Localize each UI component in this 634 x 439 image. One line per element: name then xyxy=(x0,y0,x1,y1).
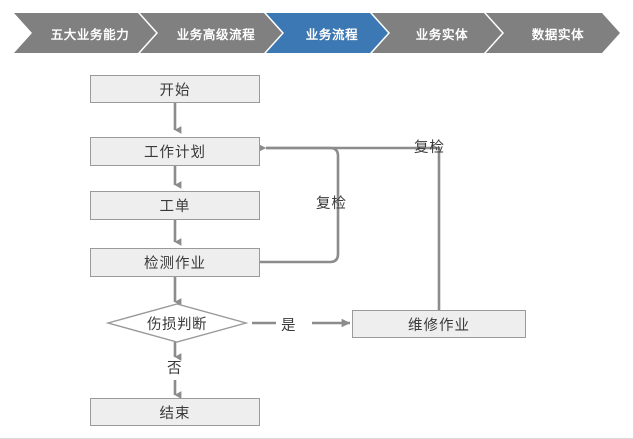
edge-label-no: 否 xyxy=(167,361,183,377)
chevron-shape-2 xyxy=(266,13,388,53)
breadcrumb: 五大业务能力 业务高级流程 业务流程 业务实体 数据实体 xyxy=(0,13,633,53)
breadcrumb-item-2[interactable]: 业务流程 xyxy=(266,13,388,53)
node-work-plan-label: 工作计划 xyxy=(144,145,206,161)
node-inspection-task[interactable]: 检测作业 xyxy=(90,248,260,277)
breadcrumb-item-3[interactable]: 业务实体 xyxy=(372,13,502,53)
breadcrumb-item-2-label: 业务流程 xyxy=(305,26,359,42)
edge-label-recheck-inner: 复检 xyxy=(316,196,347,212)
node-end[interactable]: 结束 xyxy=(90,398,260,426)
breadcrumb-item-0[interactable]: 五大业务能力 xyxy=(14,13,156,53)
breadcrumb-item-1[interactable]: 业务高级流程 xyxy=(140,13,282,53)
node-start-label: 开始 xyxy=(159,82,191,99)
chevron-shape-0 xyxy=(14,13,156,53)
edge-label-yes: 是 xyxy=(281,318,297,334)
chevron-shape-3 xyxy=(372,13,502,53)
node-damage-decision: 伤损判断 xyxy=(108,304,246,342)
breadcrumb-item-3-label: 业务实体 xyxy=(415,26,469,42)
chevron-shape-1 xyxy=(140,13,282,53)
edge-recheck-outer xyxy=(266,146,441,310)
edge-label-recheck-outer: 复检 xyxy=(414,140,445,156)
node-repair-task[interactable]: 维修作业 xyxy=(352,310,526,338)
breadcrumb-item-4[interactable]: 数据实体 xyxy=(486,13,620,53)
node-start[interactable]: 开始 xyxy=(90,75,260,103)
node-damage-decision-label: 伤损判断 xyxy=(147,316,207,333)
chevron-shape-4 xyxy=(486,13,620,53)
node-work-plan[interactable]: 工作计划 xyxy=(90,137,260,166)
node-end-label: 结束 xyxy=(159,405,191,422)
node-work-order[interactable]: 工单 xyxy=(90,191,260,220)
node-repair-task-label: 维修作业 xyxy=(408,317,470,334)
breadcrumb-item-4-label: 数据实体 xyxy=(531,26,585,42)
node-inspection-task-label: 检测作业 xyxy=(144,256,206,272)
breadcrumb-item-0-label: 五大业务能力 xyxy=(50,26,130,42)
node-work-order-label: 工单 xyxy=(159,199,191,215)
breadcrumb-item-1-label: 业务高级流程 xyxy=(176,26,256,42)
